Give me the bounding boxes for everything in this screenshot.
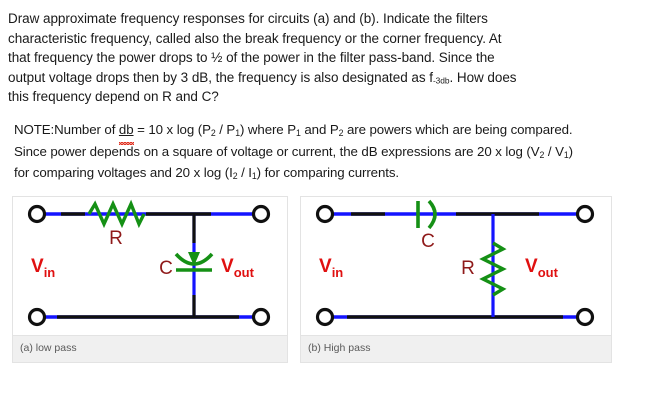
note-line-3: for comparing voltages and 20 x log (I2 … xyxy=(14,162,632,184)
note-line2-c: ) xyxy=(568,143,573,159)
note-sub-p1: 1 xyxy=(235,127,240,138)
terminal-output-bottom xyxy=(575,307,595,327)
label-vout: Vout xyxy=(221,256,255,280)
figure-caption-low-pass: (a) low pass xyxy=(13,335,287,362)
capacitor-curved-plate xyxy=(427,199,437,230)
note-line2-a: Since power depends on a square of volta… xyxy=(14,143,540,159)
note-line1-e: and P xyxy=(300,122,339,137)
misspelled-db-word: db xyxy=(118,119,134,144)
terminal-input-top xyxy=(27,204,47,224)
note-sub-i1: 1 xyxy=(251,170,257,181)
note-line1-d: ) where P xyxy=(239,122,296,137)
terminal-input-top xyxy=(315,204,335,224)
note-line3-a: for comparing voltages and 20 x log (I xyxy=(14,165,233,180)
figure-cell-low-pass: R C Vin Vout (a) low pass xyxy=(12,196,288,363)
note-line1-f: are powers which are being compared. xyxy=(343,122,573,137)
low-pass-schematic-svg: R C Vin Vout xyxy=(27,199,271,327)
note-sub-i2: 2 xyxy=(232,170,238,181)
note-sub-p2: 2 xyxy=(210,127,216,138)
note-sub-p2b: 2 xyxy=(338,127,344,138)
circuit-diagram-low-pass: R C Vin Vout xyxy=(13,197,287,335)
question-line-5: this frequency depend on R and C? xyxy=(8,89,219,105)
terminal-output-top xyxy=(251,204,271,224)
terminal-input-bottom xyxy=(315,307,335,327)
terminal-output-top xyxy=(575,204,595,224)
figure-caption-high-pass: (b) High pass xyxy=(301,335,611,362)
note-line1-c: / P xyxy=(215,122,236,137)
note-line2-b: / V xyxy=(544,143,564,159)
question-block: ) Draw approximate frequency responses f… xyxy=(0,9,653,107)
question-line-4-head: output voltage drops then by 3 dB, the f… xyxy=(8,69,433,85)
question-line-4: output voltage drops then by 3 dB, the f… xyxy=(8,68,627,88)
note-sub-v1: 1 xyxy=(563,149,569,160)
resistor-symbol-R xyxy=(87,199,146,229)
note-sub-p1b: 1 xyxy=(295,127,301,138)
note-line3-c: ) for comparing currents. xyxy=(256,165,399,180)
question-line-1: Draw approximate frequency responses for… xyxy=(8,11,488,26)
note-block: NOTE:Number of db = 10 x log (P2 / P1) w… xyxy=(14,119,632,184)
terminal-input-bottom xyxy=(27,307,47,327)
label-series-element-R: R xyxy=(109,228,123,249)
label-vout: Vout xyxy=(525,256,559,280)
label-vin: Vin xyxy=(319,256,343,280)
figure-cell-high-pass: C R Vin Vout (b) High pass xyxy=(300,196,612,363)
terminal-output-bottom xyxy=(251,307,271,327)
resistor-symbol-R xyxy=(479,241,507,297)
question-line-4-tail: . How does xyxy=(449,69,517,85)
note-line3-b: / I xyxy=(237,165,252,180)
question-line-2: characteristic frequency, called also th… xyxy=(8,30,502,46)
question-line-3: that frequency the power drops to ½ of t… xyxy=(8,50,495,66)
high-pass-schematic-svg: C R Vin Vout xyxy=(315,199,595,327)
question-list-marker: ) xyxy=(0,9,8,29)
note-label: NOTE: xyxy=(14,122,55,137)
label-shunt-element-C: C xyxy=(159,258,173,279)
note-sub-v2: 2 xyxy=(539,149,545,160)
note-line-2: Since power depends on a square of volta… xyxy=(14,141,632,163)
note-line1-a: Number of xyxy=(54,122,119,137)
note-line-1: NOTE:Number of db = 10 x log (P2 / P1) w… xyxy=(14,119,632,144)
f-minus-3db-subscript: -3db xyxy=(432,75,450,86)
figure-table: R C Vin Vout (a) low pass xyxy=(12,196,634,363)
capacitor-arrow-head xyxy=(188,252,200,266)
label-series-element-C: C xyxy=(421,231,435,252)
question-text: Draw approximate frequency responses for… xyxy=(8,9,653,107)
label-vin: Vin xyxy=(31,256,55,280)
question-row: ) Draw approximate frequency responses f… xyxy=(0,9,653,107)
note-line1-b: = 10 x log (P xyxy=(133,122,211,137)
circuit-diagram-high-pass: C R Vin Vout xyxy=(301,197,611,335)
label-shunt-element-R: R xyxy=(461,258,475,279)
